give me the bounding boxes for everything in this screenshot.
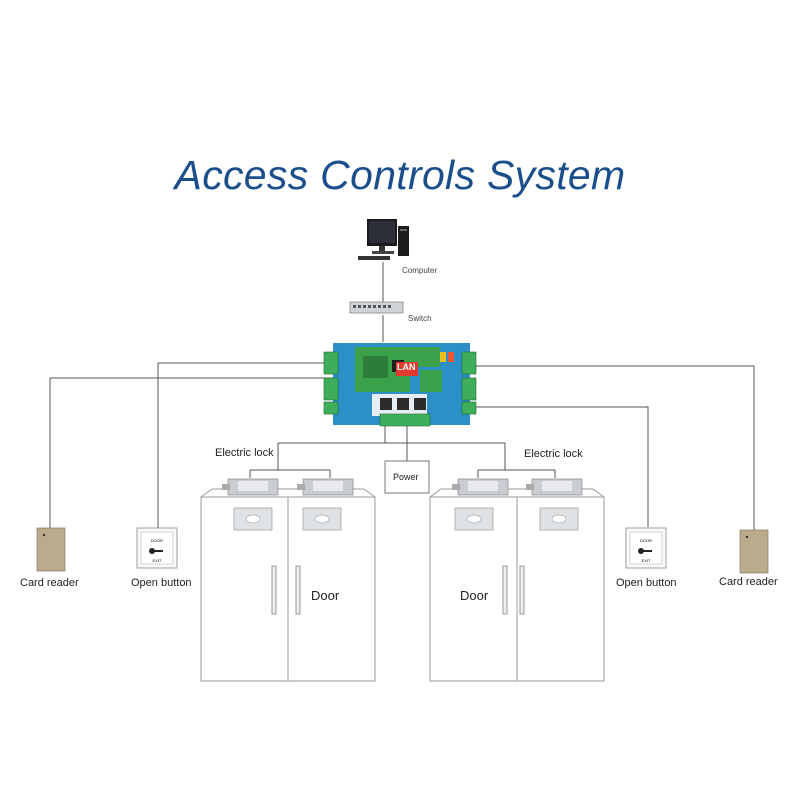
electric-lock-icon-3: [452, 478, 509, 496]
electric-lock-icon-4: [526, 478, 583, 496]
electric-lock-icon-1: [222, 478, 279, 496]
card-reader-icon-right: [739, 529, 769, 574]
diagram-title: Access Controls System: [174, 152, 626, 198]
lock-bracket-icon-1: [233, 507, 273, 531]
lock-bracket-icon-2: [302, 507, 342, 531]
left-card-reader-wire: [49, 377, 333, 528]
button-text-top: DOOR: [640, 538, 652, 543]
door-label-right: Door: [460, 588, 489, 603]
switch-icon: [349, 301, 404, 314]
card-reader-label-right: Card reader: [719, 576, 778, 588]
wiring: [49, 262, 755, 530]
button-text-bottom: EXIT: [153, 558, 162, 563]
right-open-button-wire: [470, 406, 649, 527]
button-text-bottom: EXIT: [642, 558, 651, 563]
left-double-door: [200, 488, 376, 682]
computer-icon: [358, 219, 409, 260]
card-reader-icon-left: [36, 527, 66, 572]
open-button-icon-right: DOOR EXIT: [625, 527, 667, 569]
open-button-label-right: Open button: [616, 577, 677, 589]
card-reader-label-left: Card reader: [20, 577, 79, 589]
right-card-reader-wire: [470, 365, 755, 530]
power-label: Power: [393, 472, 419, 482]
switch-label: Switch: [408, 314, 432, 323]
electric-lock-label-left: Electric lock: [215, 447, 274, 459]
button-text-top: DOOR: [151, 538, 163, 543]
left-open-button-wire: [157, 362, 333, 528]
power-box: [384, 460, 430, 494]
controller-board: [323, 343, 477, 427]
electric-lock-icon-2: [297, 478, 354, 496]
lan-label: LAN: [397, 362, 416, 372]
lock-bracket-icon-4: [539, 507, 579, 531]
open-button-icon-left: DOOR EXIT: [136, 527, 178, 569]
door-label-left: Door: [311, 588, 340, 603]
computer-label: Computer: [402, 266, 438, 275]
lock-bracket-icon-3: [454, 507, 494, 531]
open-button-label-left: Open button: [131, 577, 192, 589]
electric-lock-label-right: Electric lock: [524, 448, 583, 460]
right-double-door: [429, 488, 605, 682]
